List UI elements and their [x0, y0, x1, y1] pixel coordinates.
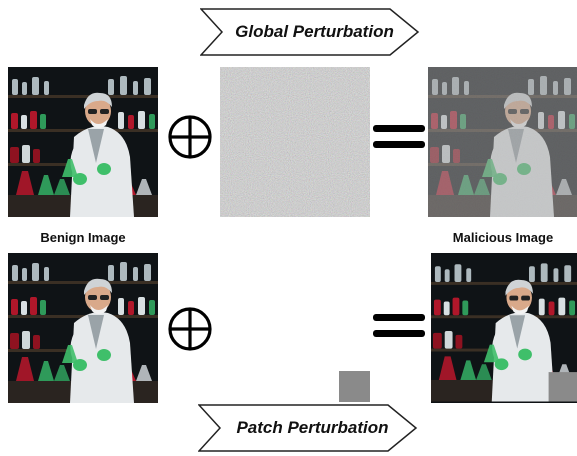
global-perturbation-banner [200, 8, 420, 56]
embedded-patch [548, 372, 577, 402]
malicious-image-caption: Malicious Image [452, 230, 554, 245]
global-noise-panel [220, 67, 370, 217]
scientist-illustration-faded [428, 67, 577, 217]
scientist-illustration [8, 67, 158, 217]
patch-perturbation-banner [198, 404, 418, 452]
circle-plus-icon [168, 115, 212, 159]
malicious-image-top [428, 67, 577, 217]
circle-plus-icon [168, 307, 212, 351]
global-perturbation-label: Global Perturbation [235, 22, 394, 41]
patch-square [339, 371, 370, 402]
equals-icon [373, 125, 425, 148]
scientist-illustration-with-patch [431, 253, 577, 402]
benign-image-top [8, 67, 158, 217]
benign-image-caption: Benign Image [40, 230, 126, 245]
scientist-illustration [8, 253, 158, 403]
benign-image-bottom [8, 253, 158, 403]
malicious-image-bottom [431, 253, 577, 403]
equals-icon [373, 314, 425, 337]
patch-perturbation-label: Patch Perturbation [236, 418, 389, 437]
